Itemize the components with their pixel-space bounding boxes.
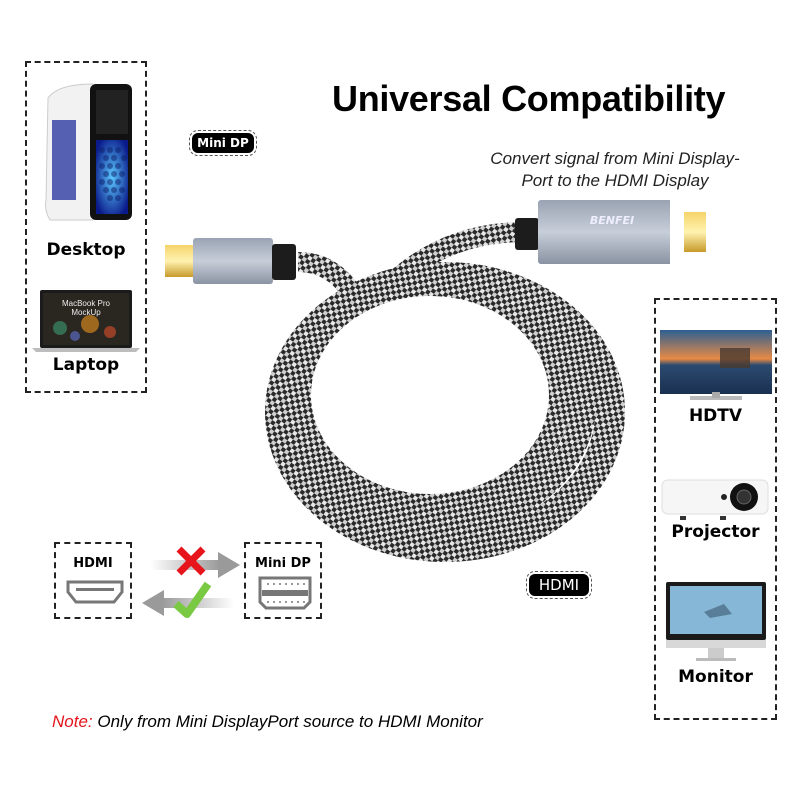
mini-dp-tag: Mini DP (189, 130, 257, 156)
note-prefix: Note: (52, 712, 93, 731)
note-text: Only from Mini DisplayPort source to HDM… (92, 712, 483, 731)
displays-box (654, 298, 777, 720)
subtitle-line-1: Convert signal from Mini Display- (490, 149, 740, 168)
svg-text:MockUp: MockUp (71, 308, 101, 317)
desktop-pc-icon (38, 80, 138, 230)
tv-icon (660, 330, 772, 412)
svg-text:MacBook Pro: MacBook Pro (62, 299, 111, 308)
subtitle: Convert signal from Mini Display- Port t… (470, 148, 760, 192)
laptop-label: Laptop (52, 355, 120, 375)
note: Note: Only from Mini DisplayPort source … (52, 712, 483, 732)
laptop-icon: MacBook Pro MockUp (30, 288, 142, 354)
check-icon (172, 580, 212, 620)
projector-icon (660, 478, 772, 522)
mini-dp-plug (165, 245, 195, 277)
mini-dp-port-box: Mini DP (244, 542, 322, 619)
hdmi-port-box: HDMI (54, 542, 132, 619)
projector-label: Projector (671, 522, 760, 542)
hdmi-port-icon (66, 580, 124, 604)
cross-icon (176, 546, 206, 576)
hdmi-box-label: HDMI (73, 556, 113, 571)
sources-box (25, 61, 147, 393)
cable-image: BENFEI (160, 190, 695, 570)
mini-dp-box-label: Mini DP (255, 556, 311, 571)
monitor-label: Monitor (678, 667, 753, 687)
hdmi-tag: HDMI (526, 571, 592, 599)
brand-logo: BENFEI (590, 214, 634, 227)
monitor-icon (664, 582, 768, 666)
mini-dp-port-icon (258, 576, 312, 610)
hdtv-label: HDTV (688, 406, 743, 426)
page-title: Universal Compatibility (332, 78, 726, 119)
desktop-label: Desktop (46, 240, 126, 260)
subtitle-line-2: Port to the HDMI Display (521, 171, 709, 190)
hdmi-plug-tip (684, 212, 706, 252)
